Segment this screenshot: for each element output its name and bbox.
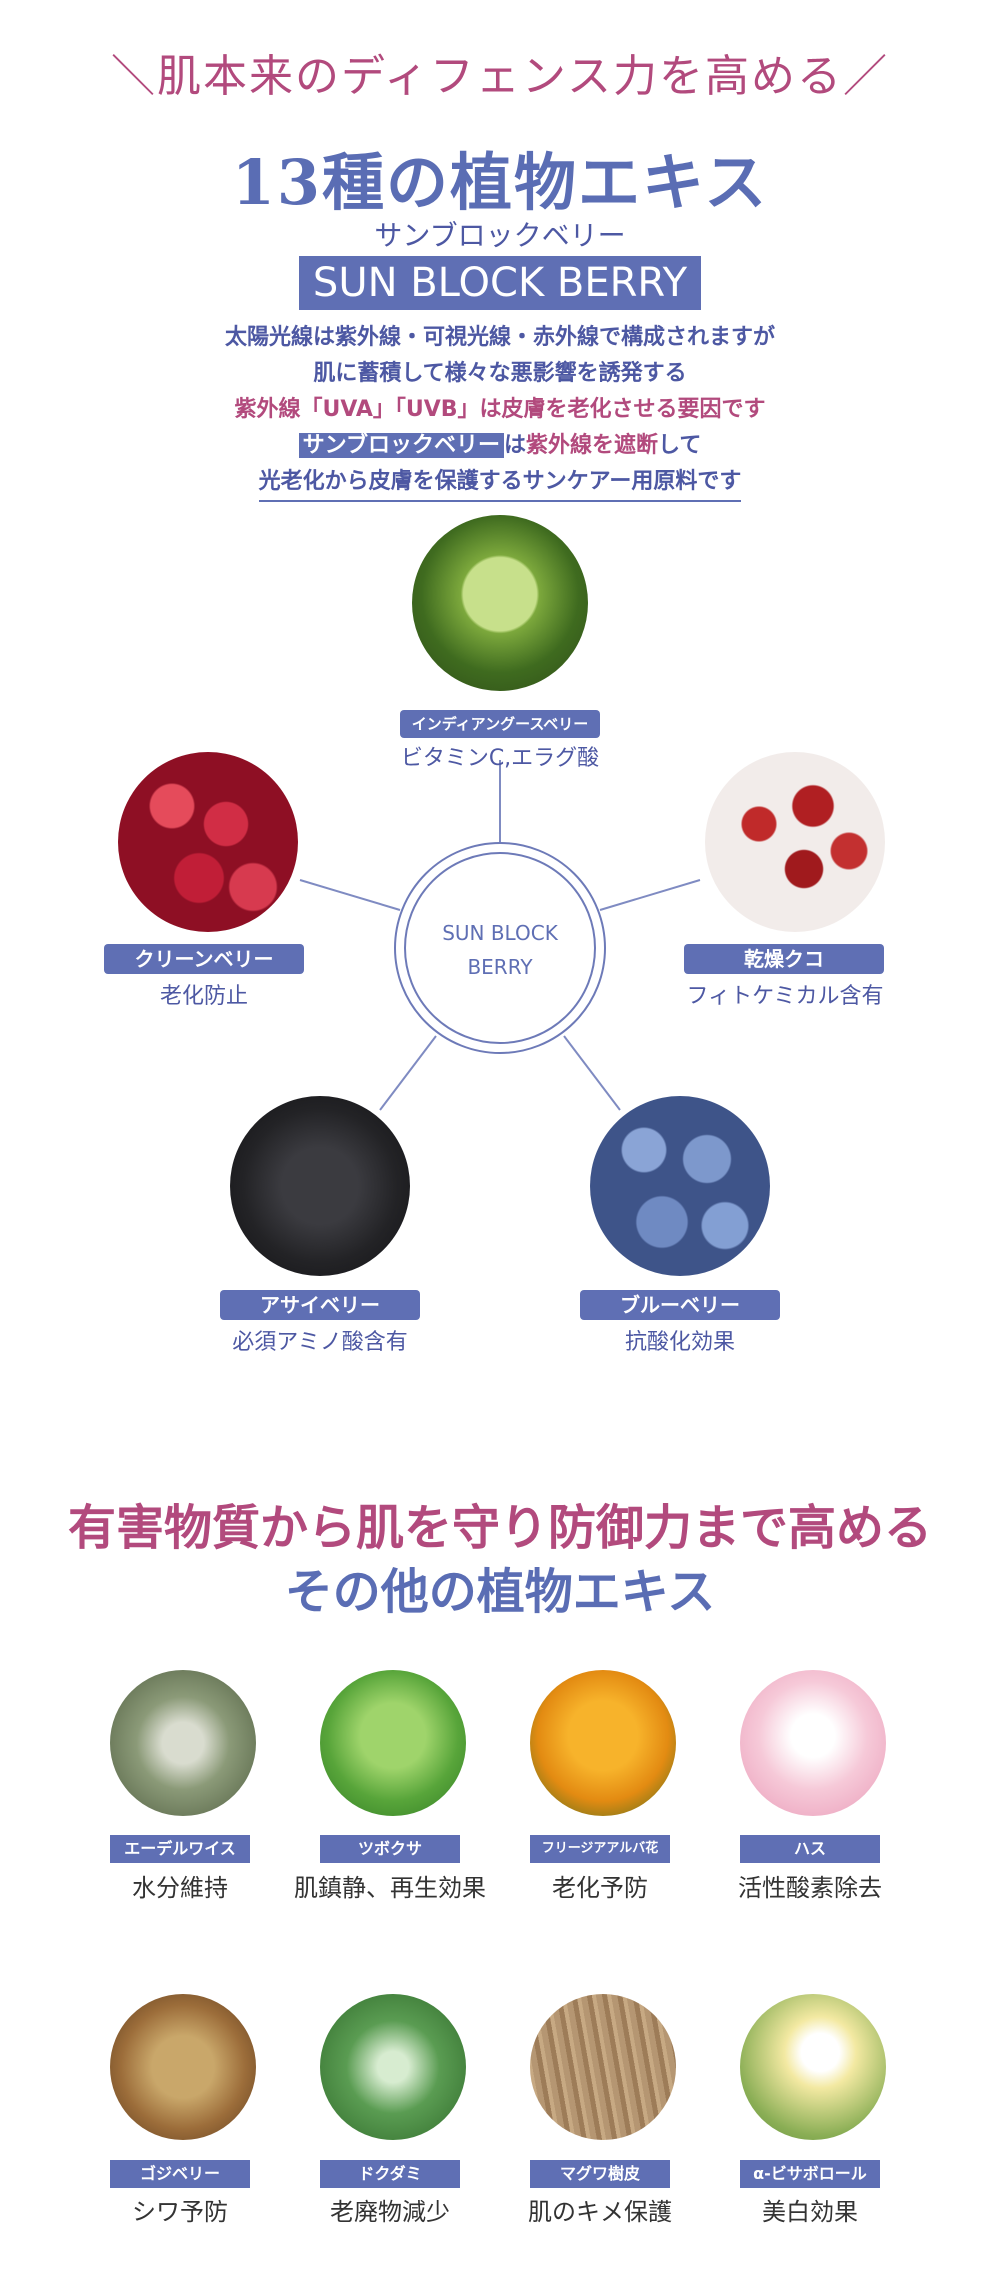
- tagline: ＼肌本来のディフェンス力を高める／: [110, 51, 890, 102]
- goji-photo: [705, 752, 885, 932]
- subtitle-en-badge: SUN BLOCK BERRY: [298, 256, 702, 310]
- berry-label-goji: 乾燥クコ: [684, 944, 884, 974]
- berry-label-blueberry: ブルーベリー: [580, 1290, 780, 1320]
- berry-label-cranberry: クリーンベリー: [104, 944, 304, 974]
- chamomile-photo: [740, 1994, 886, 2140]
- main-title: 13種の植物エキス: [231, 146, 769, 219]
- edelweiss-photo: [110, 1670, 256, 1816]
- desc-line-4-b: して: [658, 433, 702, 458]
- desc-line-4: サンブロックベリーは紫外線を遮断して: [0, 428, 1000, 464]
- acai-photo: [230, 1096, 410, 1276]
- center-ring-outer: [394, 842, 606, 1054]
- desc-line-3: 紫外線「UVA」「UVB」は皮膚を老化させる要因です: [234, 397, 766, 422]
- berry-effect-amla: ビタミンC,エラグ酸: [400, 746, 600, 771]
- plant-effect-gojiberry: シワ予防: [132, 2198, 228, 2226]
- plant-label-lotus: ハス: [740, 1835, 880, 1863]
- dokudami-photo: [320, 1994, 466, 2140]
- plant-label-mulberry: マグワ樹皮: [530, 2160, 670, 2188]
- plant-label-edelweiss: エーデルワイス: [110, 1835, 250, 1863]
- plant-effect-dokudami: 老廃物減少: [330, 2198, 450, 2226]
- blueberry-photo: [590, 1096, 770, 1276]
- center-ring-inner: [404, 852, 596, 1044]
- plant-effect-centella: 肌鎮静、再生効果: [294, 1874, 486, 1902]
- berry-effect-blueberry: 抗酸化効果: [624, 1330, 735, 1355]
- center-label: SUN BLOCK BERRY: [394, 916, 606, 984]
- plant-effect-freesia: 老化予防: [552, 1874, 648, 1902]
- plant-effect-lotus: 活性酸素除去: [738, 1874, 882, 1902]
- plant-effect-edelweiss: 水分維持: [132, 1874, 228, 1902]
- desc-line-5: 光老化から皮膚を保護するサンケアー用原料です: [258, 464, 742, 502]
- plant-label-bisabolol: α-ビサボロール: [740, 2160, 880, 2188]
- section2-title-2: その他の植物エキス: [284, 1564, 716, 1620]
- plant-label-freesia: フリージアアルバ花: [530, 1835, 670, 1863]
- berry-effect-acai: 必須アミノ酸含有: [232, 1330, 408, 1355]
- centella-photo: [320, 1670, 466, 1816]
- connector-lines: [299, 760, 701, 1111]
- plant-label-centella: ツボクサ: [320, 1835, 460, 1863]
- berry-effect-cranberry: 老化防止: [159, 984, 248, 1009]
- amla-photo: [412, 515, 588, 691]
- berry-effect-goji: フィトケミカル含有: [686, 984, 884, 1009]
- description: 太陽光線は紫外線・可視光線・赤外線で構成されますが 肌に蓄積して様々な悪影響を誘…: [0, 320, 1000, 502]
- center-label-line-2: BERRY: [467, 955, 533, 979]
- desc-line-2: 肌に蓄積して様々な悪影響を誘発する: [313, 361, 687, 386]
- plant-effect-mulberry: 肌のキメ保護: [528, 2198, 672, 2226]
- freesia-photo: [530, 1670, 676, 1816]
- cranberry-photo: [118, 752, 298, 932]
- plant-label-gojiberry: ゴジベリー: [110, 2160, 250, 2188]
- subtitle-en-wrap: SUN BLOCK BERRY: [0, 256, 1000, 310]
- berry-label-amla: インディアングースベリー: [400, 710, 600, 738]
- mulberry-bark-photo: [530, 1994, 676, 2140]
- desc-line-4-pink: 紫外線を遮断: [526, 433, 659, 458]
- plant-label-dokudami: ドクダミ: [320, 2160, 460, 2188]
- desc-highlight: サンブロックベリー: [298, 433, 504, 458]
- gojiberry-photo: [110, 1994, 256, 2140]
- desc-line-1: 太陽光線は紫外線・可視光線・赤外線で構成されますが: [224, 325, 775, 350]
- center-label-line-1: SUN BLOCK: [442, 921, 558, 945]
- subtitle-kana: サンブロックベリー: [374, 219, 626, 252]
- lotus-photo: [740, 1670, 886, 1816]
- desc-line-4-a: は: [503, 433, 526, 458]
- plant-effect-bisabolol: 美白効果: [762, 2198, 858, 2226]
- section2-title-1: 有害物質から肌を守り防御力まで高める: [67, 1500, 932, 1556]
- berry-label-acai: アサイベリー: [220, 1290, 420, 1320]
